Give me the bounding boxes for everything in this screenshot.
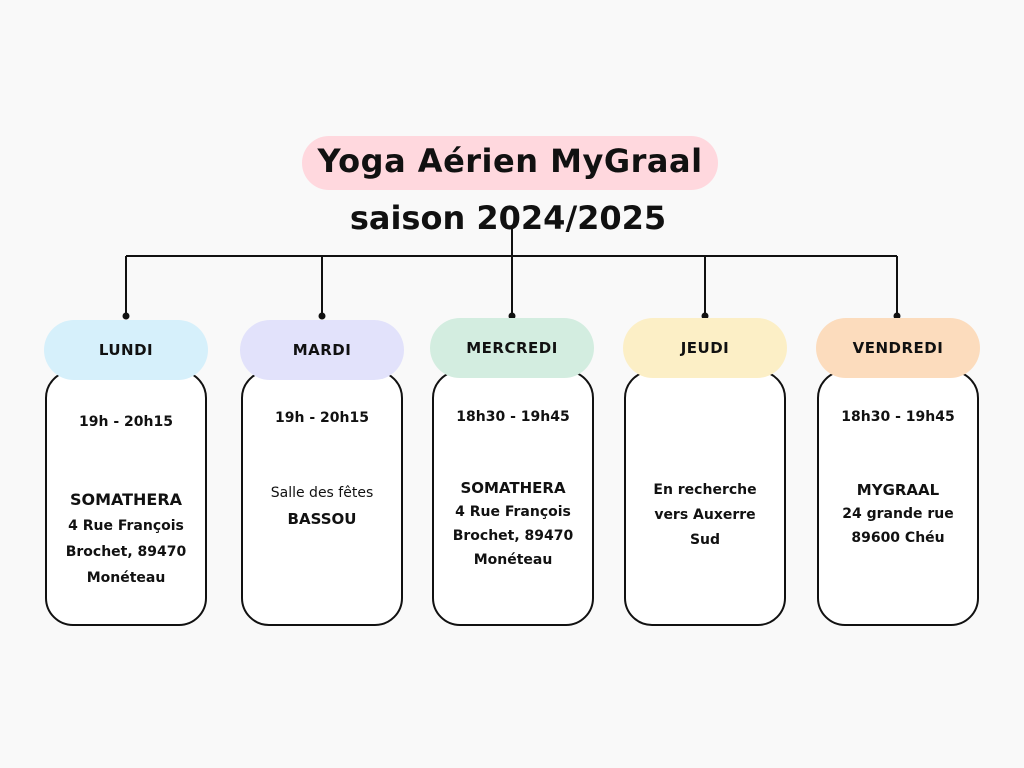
place-line: Salle des fêtes — [270, 485, 374, 501]
place-line: 4 Rue François — [455, 504, 571, 520]
connector-dot-mercredi — [508, 312, 516, 320]
hours-mercredi: 18h30 - 19h45 — [456, 409, 570, 425]
card-vendredi: 18h30 - 19h45 MYGRAAL 24 grande rue 8960… — [817, 370, 979, 626]
place-line: 89600 Chéu — [851, 530, 945, 546]
hours-vendredi: 18h30 - 19h45 — [841, 409, 955, 425]
place-line: 4 Rue François — [68, 518, 184, 534]
day-label-jeudi: JEUDI — [623, 318, 787, 378]
place-line: MYGRAAL — [856, 481, 940, 499]
place-jeudi: En recherche vers Auxerre Sud — [632, 478, 778, 553]
place-vendredi: MYGRAAL 24 grande rue 89600 Chéu — [825, 478, 971, 550]
page-title: Yoga Aérien MyGraal — [317, 142, 703, 180]
place-line: SOMATHERA — [460, 479, 566, 497]
place-line: En recherche — [653, 482, 757, 498]
place-mardi: Salle des fêtes BASSOU — [249, 480, 395, 532]
connector-dot-vendredi — [893, 312, 901, 320]
day-label-vendredi: VENDREDI — [816, 318, 980, 378]
day-label-mardi: MARDI — [240, 320, 404, 380]
place-line: vers Auxerre — [654, 507, 756, 523]
title-highlight — [302, 136, 718, 190]
card-jeudi: En recherche vers Auxerre Sud — [624, 370, 786, 626]
day-label-lundi: LUNDI — [44, 320, 208, 380]
place-line: Sud — [689, 532, 721, 548]
place-line: 24 grande rue — [842, 506, 954, 522]
card-lundi: 19h - 20h15 SOMATHERA 4 Rue François Bro… — [45, 370, 207, 626]
card-mardi: 19h - 20h15 Salle des fêtes BASSOU — [241, 370, 403, 626]
place-lundi: SOMATHERA 4 Rue François Brochet, 89470 … — [53, 487, 199, 591]
place-line: Brochet, 89470 — [65, 544, 187, 560]
page-subtitle: saison 2024/2025 — [349, 199, 667, 237]
place-line: SOMATHERA — [69, 490, 183, 509]
place-line: Brochet, 89470 — [452, 528, 574, 544]
card-mercredi: 18h30 - 19h45 SOMATHERA 4 Rue François B… — [432, 370, 594, 626]
day-label-mercredi: MERCREDI — [430, 318, 594, 378]
connector-dot-jeudi — [701, 312, 709, 320]
hours-lundi: 19h - 20h15 — [79, 414, 173, 430]
hours-mardi: 19h - 20h15 — [275, 410, 369, 426]
place-line: BASSOU — [287, 510, 357, 528]
place-line: Monéteau — [86, 570, 166, 586]
connector-dot-lundi — [122, 312, 130, 320]
place-mercredi: SOMATHERA 4 Rue François Brochet, 89470 … — [440, 476, 586, 572]
connector-dot-mardi — [318, 312, 326, 320]
place-line: Monéteau — [473, 552, 553, 568]
